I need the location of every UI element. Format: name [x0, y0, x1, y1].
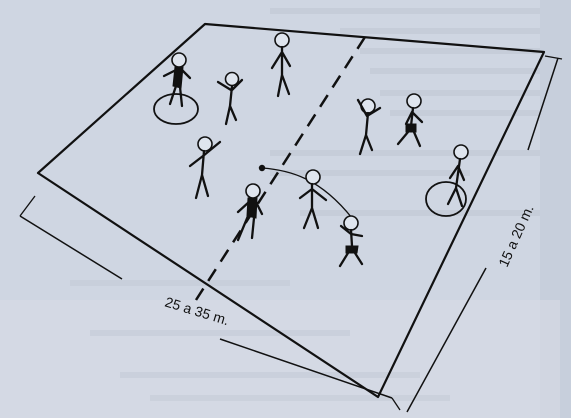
ball	[259, 165, 265, 171]
